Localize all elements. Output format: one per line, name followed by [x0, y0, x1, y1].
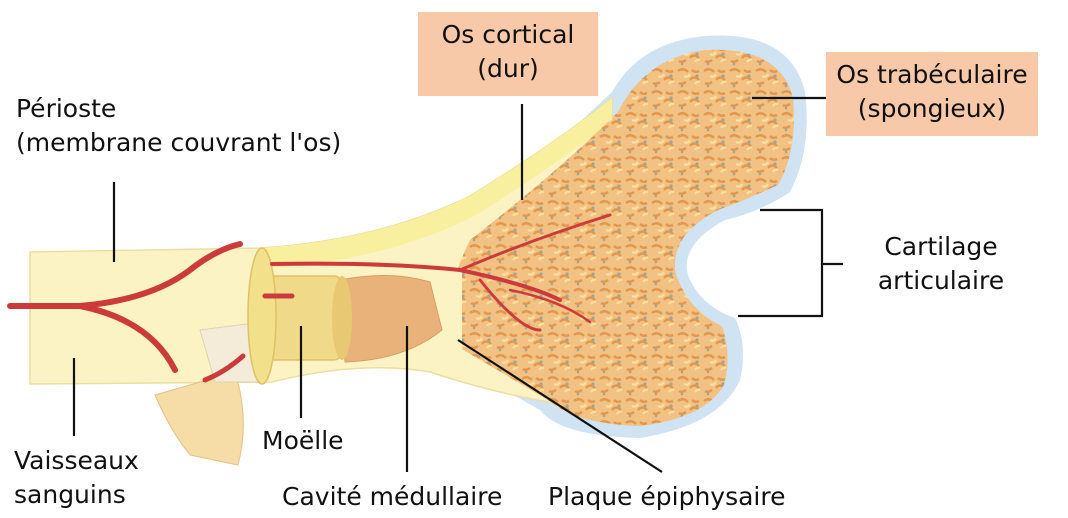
marrow-end — [332, 276, 352, 360]
cut-flap — [155, 372, 243, 465]
marrow-label: Moëlle — [262, 424, 344, 458]
articular-cartilage-label: Cartilage articulaire — [846, 230, 1036, 298]
periosteum-label-line2: (membrane couvrant l'os) — [16, 126, 341, 160]
epiphyseal-plate-shape — [448, 268, 462, 352]
cortical-label-line1: Os cortical — [418, 18, 598, 52]
vessels-label-line2: sanguins — [14, 478, 139, 512]
cartilage-label-line2: articulaire — [846, 264, 1036, 298]
epiphyseal-plate-label: Plaque épiphysaire — [548, 480, 786, 514]
cortical-label-line2: (dur) — [418, 52, 598, 86]
trabecular-bone — [450, 50, 794, 426]
trabecular-label-line1: Os trabéculaire — [826, 58, 1038, 92]
cartilage-label-line1: Cartilage — [846, 230, 1036, 264]
trabecular-label-line2: (spongieux) — [826, 92, 1038, 126]
cortical-bone-label: Os cortical (dur) — [418, 12, 598, 96]
periosteum-label: Périoste (membrane couvrant l'os) — [16, 92, 341, 160]
medullary-cavity-label: Cavité médullaire — [282, 480, 502, 514]
periosteum-label-line1: Périoste — [16, 92, 341, 126]
trabecular-bone-label: Os trabéculaire (spongieux) — [826, 52, 1038, 136]
shaft-cut-end — [248, 248, 276, 384]
vessels-label-line1: Vaisseaux — [14, 444, 139, 478]
blood-vessels-label: Vaisseaux sanguins — [14, 444, 139, 512]
